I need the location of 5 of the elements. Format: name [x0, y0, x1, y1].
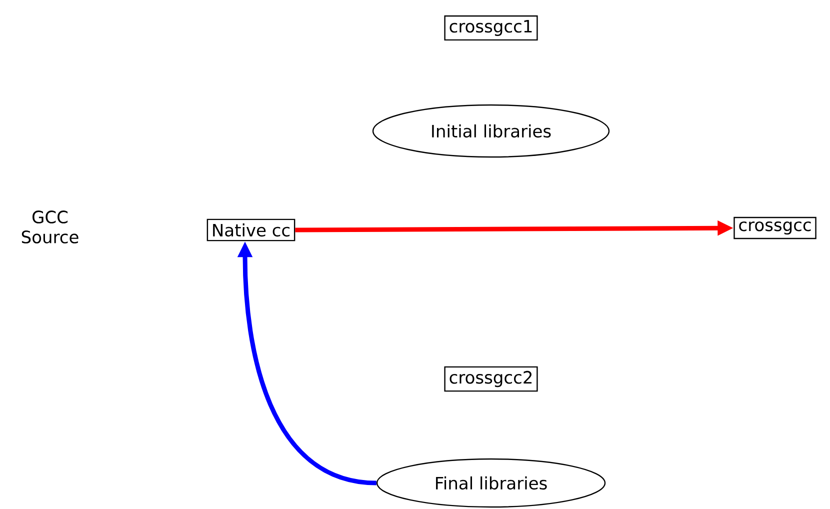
process-box: crossgcc — [734, 216, 816, 240]
process-box: crossgcc1 — [444, 15, 538, 41]
source-label: GCC Source — [22, 210, 78, 244]
process-box: crossgcc2 — [444, 366, 538, 392]
process-box: Native cc — [206, 218, 296, 242]
